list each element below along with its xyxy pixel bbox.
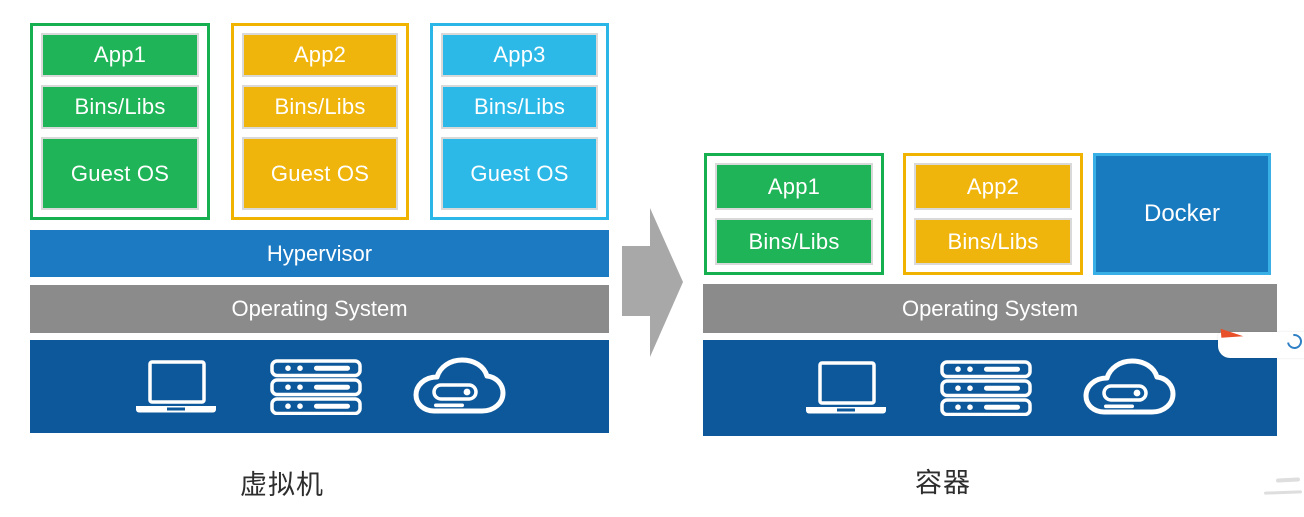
- vm2-guestos-box: Guest OS: [242, 137, 398, 210]
- container1-bins-box: Bins/Libs: [715, 218, 873, 265]
- left-caption: 虚拟机: [240, 470, 324, 500]
- right-os-label: Operating System: [901, 295, 1079, 321]
- docker-box: Docker: [1093, 153, 1271, 275]
- right-caption: 容器: [915, 468, 971, 498]
- right-operating-system-bar: Operating System: [703, 284, 1277, 333]
- hypervisor-label: Hypervisor: [266, 240, 373, 266]
- vm3-bins-box: Bins/Libs: [441, 85, 598, 129]
- server-rack-icon: [934, 360, 1038, 416]
- server-rack-icon: [264, 358, 368, 415]
- vm-column-1: App1 Bins/Libs Guest OS: [30, 23, 210, 220]
- vm1-guestos-box: Guest OS: [41, 137, 199, 210]
- cloud-icon: [404, 357, 516, 417]
- left-operating-system-bar: Operating System: [30, 285, 609, 333]
- container-column-2: App2 Bins/Libs: [903, 153, 1083, 275]
- container-column-1: App1 Bins/Libs: [704, 153, 884, 275]
- cursor-artifact-orange-triangle: [1220, 327, 1244, 338]
- hypervisor-bar: Hypervisor: [30, 230, 609, 277]
- laptop-icon: [124, 359, 228, 415]
- faint-smudge: [1275, 477, 1301, 483]
- container2-app-box: App2: [914, 163, 1072, 210]
- left-os-label: Operating System: [231, 296, 408, 321]
- docker-label: Docker: [1143, 200, 1221, 227]
- vm2-bins-box: Bins/Libs: [242, 85, 398, 129]
- faint-smudge: [1263, 490, 1303, 495]
- vm3-guestos-box: Guest OS: [441, 137, 598, 210]
- laptop-icon: [794, 360, 898, 416]
- container2-bins-box: Bins/Libs: [914, 218, 1072, 265]
- vm1-bins-box: Bins/Libs: [41, 85, 199, 129]
- right-arrow-icon: [622, 208, 683, 357]
- cursor-tooltip-artifact: [1218, 332, 1304, 358]
- vm1-app-box: App1: [41, 33, 199, 77]
- vm2-app-box: App2: [242, 33, 398, 77]
- vm-column-3: App3 Bins/Libs Guest OS: [430, 23, 609, 220]
- container1-app-box: App1: [715, 163, 873, 210]
- left-infrastructure-bar: [30, 340, 609, 433]
- vm-column-2: App2 Bins/Libs Guest OS: [231, 23, 409, 220]
- vm3-app-box: App3: [441, 33, 598, 77]
- right-infrastructure-bar: [703, 340, 1277, 436]
- cloud-icon: [1074, 358, 1186, 418]
